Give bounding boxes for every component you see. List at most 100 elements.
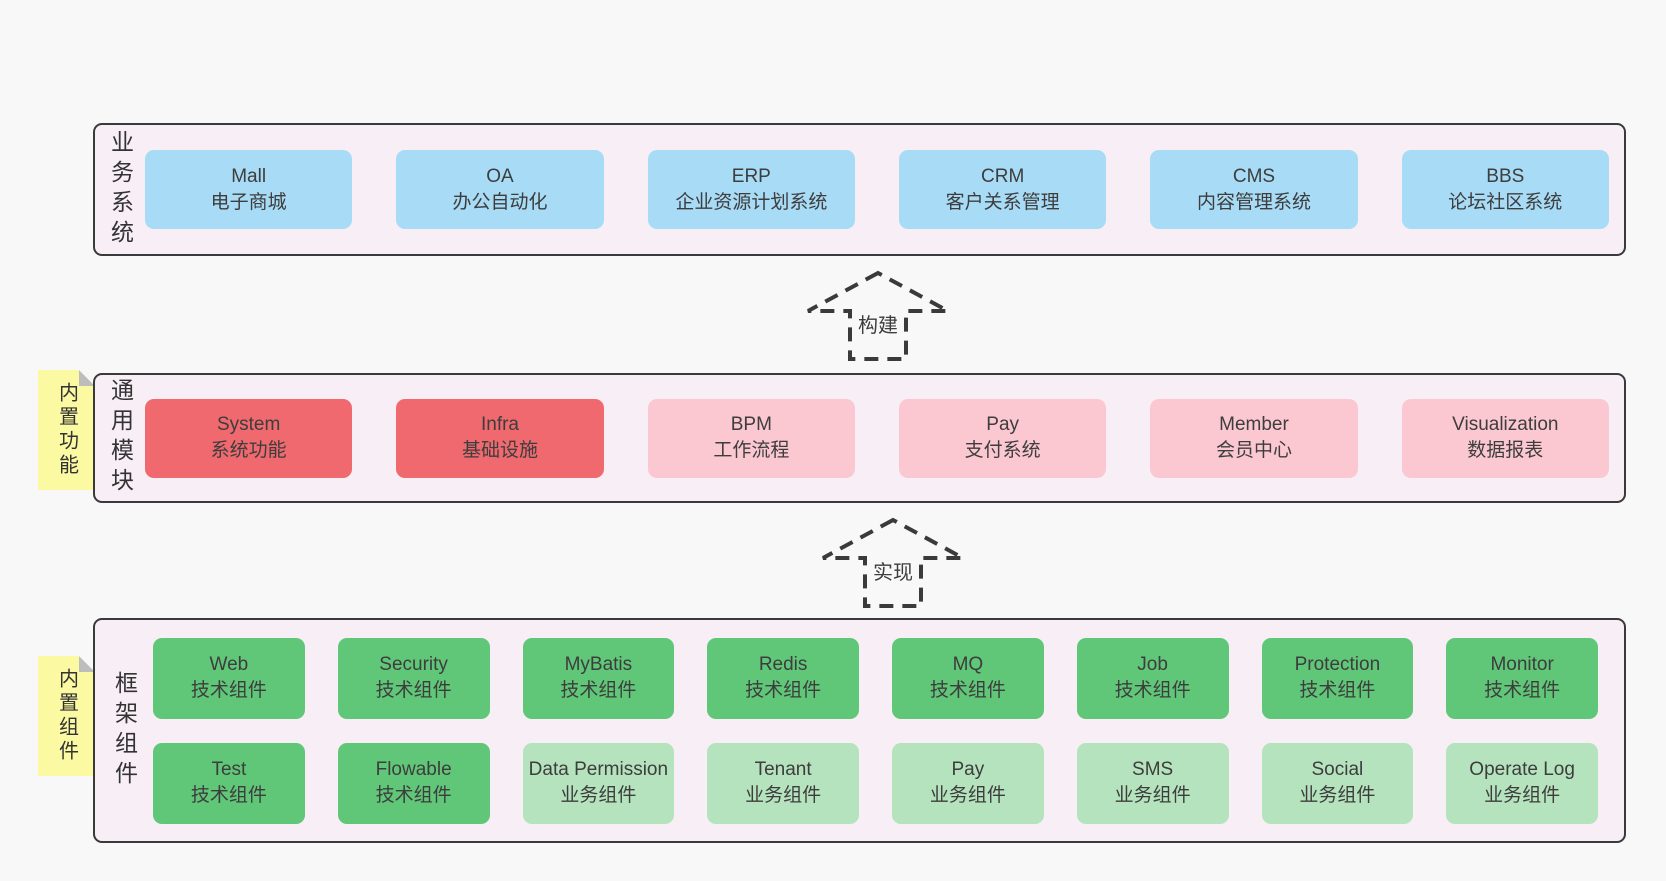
module-box: Protection 技术组件 — [1261, 637, 1414, 719]
module-subtitle: 技术组件 — [375, 680, 452, 701]
module-title: Security — [379, 654, 448, 675]
module-box: Tenant 业务组件 — [707, 742, 859, 824]
module-subtitle: 业务组件 — [745, 785, 822, 806]
module-title: Redis — [758, 654, 808, 675]
module-title: Operate Log — [1469, 759, 1575, 780]
module-title: System — [216, 414, 281, 435]
module-title: BBS — [1486, 165, 1525, 187]
module-box: Mall 电子商城 — [145, 150, 353, 229]
section-label-zone: 业务系统 — [95, 125, 145, 254]
module-title: CRM — [981, 165, 1025, 187]
module-subtitle: 系统功能 — [210, 440, 287, 461]
dashed-up-arrow-icon — [807, 270, 949, 361]
module-title: Protection — [1294, 654, 1381, 675]
module-subtitle: 技术组件 — [190, 680, 267, 701]
section-common-modules: 通用模块 System 系统功能 Infra 基础设施 BPM 工作流程 Pay 支付系统 Me… — [93, 373, 1626, 503]
module-row: System 系统功能 Infra 基础设施 BPM 工作流程 Pay 支付系统 Member 会… — [145, 398, 1609, 478]
sticky-note-builtin-features: 内置功能 — [38, 370, 95, 490]
module-title: Test — [211, 759, 247, 780]
dashed-up-arrow-icon — [822, 517, 964, 608]
module-title: OA — [486, 165, 514, 187]
module-box: Flowable 技术组件 — [337, 742, 490, 824]
module-box: Web 技术组件 — [153, 637, 305, 719]
module-box: System 系统功能 — [145, 398, 353, 478]
module-subtitle: 会员中心 — [1215, 440, 1292, 461]
module-title: Web — [209, 654, 249, 675]
module-box: BBS 论坛社区系统 — [1401, 150, 1609, 229]
module-title: Job — [1137, 654, 1168, 675]
module-grid: System 系统功能 Infra 基础设施 BPM 工作流程 Pay 支付系统 Member 会… — [145, 375, 1624, 501]
arrow-label: 实现 — [870, 562, 916, 584]
section-label: 通用模块 — [107, 378, 134, 498]
module-title: Infra — [480, 414, 519, 435]
module-subtitle: 支付系统 — [964, 440, 1041, 461]
sticky-note-builtin-components: 内置组件 — [38, 656, 95, 776]
module-subtitle: 业务组件 — [560, 785, 637, 806]
module-subtitle: 技术组件 — [190, 785, 267, 806]
module-subtitle: 技术组件 — [745, 680, 822, 701]
section-label: 框架组件 — [111, 670, 138, 791]
module-box: Member 会员中心 — [1150, 398, 1358, 478]
module-subtitle: 数据报表 — [1467, 440, 1544, 461]
module-title: MyBatis — [564, 654, 633, 675]
module-subtitle: 业务组件 — [1299, 785, 1376, 806]
module-title: Data Permission — [528, 759, 669, 780]
module-box: BPM 工作流程 — [647, 398, 855, 478]
module-title: Mall — [231, 165, 267, 187]
section-label: 业务系统 — [107, 129, 134, 250]
arrow-build: 构建 — [805, 270, 951, 362]
section-label-zone: 框架组件 — [95, 620, 153, 841]
module-subtitle: 技术组件 — [1484, 680, 1561, 701]
module-box: ERP 企业资源计划系统 — [647, 150, 855, 229]
module-subtitle: 技术组件 — [1299, 680, 1376, 701]
module-title: Social — [1311, 759, 1364, 780]
module-subtitle: 业务组件 — [929, 785, 1006, 806]
module-box: Pay 支付系统 — [898, 398, 1107, 478]
module-box: Test 技术组件 — [153, 742, 305, 824]
module-title: Tenant — [754, 759, 812, 780]
sticky-note-label: 内置组件 — [55, 668, 78, 764]
module-box: Social 业务组件 — [1261, 742, 1414, 824]
module-box: Pay 业务组件 — [892, 742, 1044, 824]
module-title: Member — [1219, 414, 1289, 435]
module-box: Visualization 数据报表 — [1401, 398, 1609, 478]
module-subtitle: 工作流程 — [713, 440, 790, 461]
module-subtitle: 技术组件 — [375, 785, 452, 806]
module-box: Redis 技术组件 — [707, 637, 859, 719]
module-title: MQ — [952, 654, 984, 675]
module-subtitle: 基础设施 — [461, 440, 538, 461]
module-title: CMS — [1232, 165, 1276, 187]
module-title: ERP — [731, 165, 771, 187]
module-box: Monitor 技术组件 — [1446, 637, 1598, 719]
module-subtitle: 技术组件 — [1114, 680, 1191, 701]
module-subtitle: 企业资源计划系统 — [675, 191, 828, 213]
module-subtitle: 内容管理系统 — [1196, 191, 1311, 213]
module-title: Pay — [986, 414, 1020, 435]
module-subtitle: 业务组件 — [1114, 785, 1191, 806]
module-box: Security 技术组件 — [337, 637, 490, 719]
module-subtitle: 技术组件 — [929, 680, 1006, 701]
module-title: Monitor — [1490, 654, 1554, 675]
module-box: Data Permission 业务组件 — [522, 742, 675, 824]
section-label-zone: 通用模块 — [95, 375, 145, 501]
module-subtitle: 电子商城 — [210, 191, 287, 213]
module-title: Visualization — [1452, 414, 1559, 435]
module-subtitle: 技术组件 — [560, 680, 637, 701]
module-subtitle: 论坛社区系统 — [1448, 191, 1563, 213]
module-title: Pay — [951, 759, 985, 780]
arrow-label: 构建 — [855, 315, 901, 337]
module-box: Infra 基础设施 — [396, 398, 604, 478]
module-subtitle: 业务组件 — [1484, 785, 1561, 806]
module-title: BPM — [730, 414, 772, 435]
module-box: Job 技术组件 — [1076, 637, 1229, 719]
module-title: SMS — [1132, 759, 1174, 780]
module-title: Flowable — [375, 759, 452, 780]
